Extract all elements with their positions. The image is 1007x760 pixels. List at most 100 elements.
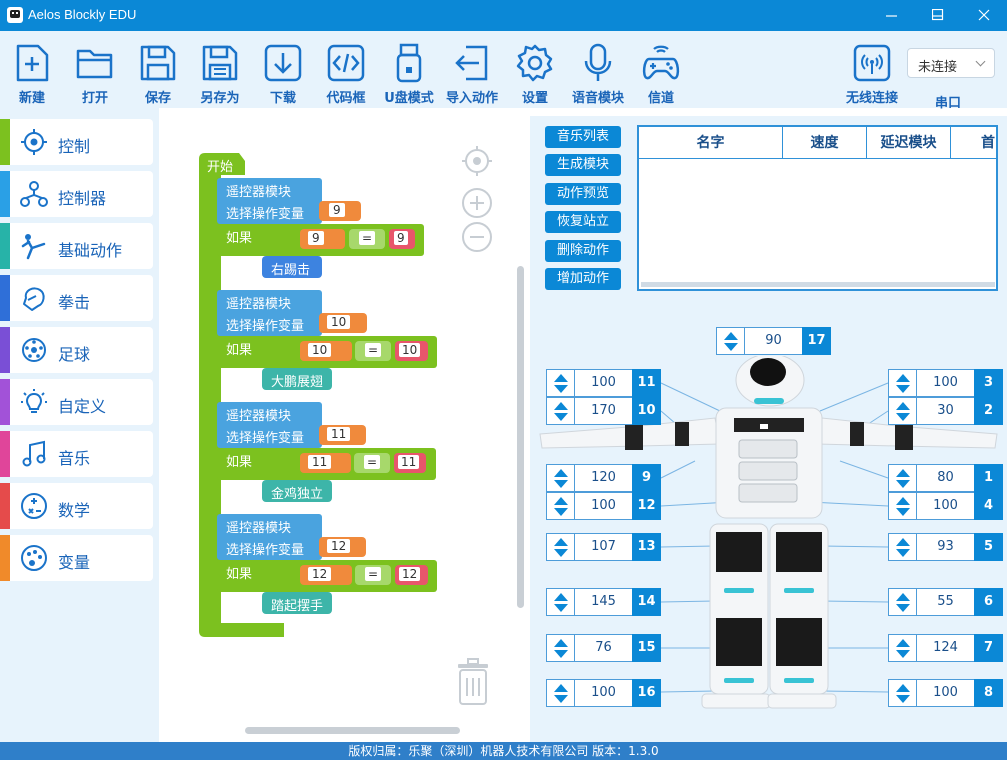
horizontal-scrollbar[interactable] [245, 727, 460, 734]
category-controller[interactable]: 控制器 [0, 171, 153, 217]
compare-variable-3[interactable]: 11 [300, 453, 351, 473]
settings-button[interactable]: 设置 [505, 43, 565, 107]
spinner-icon[interactable] [888, 464, 917, 492]
spinner-icon[interactable] [888, 634, 917, 662]
close-button[interactable] [961, 0, 1007, 31]
spinner-icon[interactable] [546, 588, 575, 616]
variable-input-3[interactable]: 11 [319, 425, 366, 445]
col-extra[interactable]: 首 [951, 127, 996, 159]
spinner-icon[interactable] [888, 533, 917, 561]
add-action-button[interactable]: 增加动作 [545, 268, 621, 290]
spinner-icon[interactable] [888, 492, 917, 520]
spinner-icon[interactable] [546, 397, 575, 425]
compare-value-2[interactable]: 10 [395, 341, 428, 361]
compare-value-4[interactable]: 12 [395, 565, 428, 585]
category-soccer[interactable]: 足球 [0, 327, 153, 373]
vertical-scrollbar[interactable] [517, 266, 524, 608]
spinner-icon[interactable] [888, 397, 917, 425]
equals-operator-4[interactable]: = [355, 565, 391, 585]
voice-module-button[interactable]: 语音模块 [568, 43, 628, 107]
variable-input-4[interactable]: 12 [319, 537, 366, 557]
action-block-4[interactable]: 踏起摆手 [262, 592, 332, 614]
trash-icon[interactable] [455, 656, 491, 706]
delete-action-button[interactable]: 删除动作 [545, 240, 621, 262]
spinner-icon[interactable] [546, 679, 575, 707]
spinner-icon[interactable] [888, 369, 917, 397]
remote-module-block-2[interactable]: 遥控器模块 选择操作变量 [217, 290, 322, 336]
action-block-2[interactable]: 大鹏展翅 [262, 368, 332, 390]
spinner-icon[interactable] [546, 533, 575, 561]
connection-select[interactable]: 未连接 [907, 48, 995, 78]
zoom-out-icon[interactable] [461, 221, 493, 253]
new-button[interactable]: 新建 [2, 43, 62, 107]
action-preview-button[interactable]: 动作预览 [545, 183, 621, 205]
restore-stand-button[interactable]: 恢复站立 [545, 211, 621, 233]
start-block-label[interactable]: 开始 [207, 160, 234, 175]
equals-operator-1[interactable]: = [349, 229, 385, 249]
category-custom[interactable]: 自定义 [0, 379, 153, 425]
code-button[interactable]: 代码框 [316, 43, 376, 107]
action-table[interactable]: 名字 速度 延迟模块 首 [637, 125, 998, 291]
spinner-icon[interactable] [888, 588, 917, 616]
col-name[interactable]: 名字 [639, 127, 783, 159]
compare-variable-4[interactable]: 12 [300, 565, 352, 585]
zoom-in-icon[interactable] [461, 187, 493, 219]
category-control[interactable]: 控制 [0, 119, 153, 165]
recenter-icon[interactable] [461, 145, 493, 177]
spinner-icon[interactable] [546, 464, 575, 492]
spinner-icon[interactable] [546, 634, 575, 662]
col-speed[interactable]: 速度 [783, 127, 867, 159]
generate-module-button[interactable]: 生成模块 [545, 154, 621, 176]
wireless-connect-button[interactable]: 无线连接 [841, 43, 903, 107]
remote-module-block-3[interactable]: 遥控器模块 选择操作变量 [217, 402, 322, 448]
category-math[interactable]: 数学 [0, 483, 153, 529]
category-music[interactable]: 音乐 [0, 431, 153, 477]
servo-17[interactable]: 90 17 [716, 327, 831, 355]
remote-module-block-1[interactable] [217, 178, 322, 224]
variable-input-1[interactable]: 9 [319, 201, 361, 221]
compare-value-3[interactable]: 11 [394, 453, 426, 473]
spinner-icon[interactable] [888, 679, 917, 707]
remote-module-block-4[interactable]: 遥控器模块 选择操作变量 [217, 514, 322, 560]
variable-input-2[interactable]: 10 [319, 313, 367, 333]
servo-17-spinner-icon[interactable] [716, 327, 745, 355]
equals-operator-2[interactable]: = [355, 341, 391, 361]
table-scrollbar[interactable] [641, 282, 995, 287]
action-block-3[interactable]: 金鸡独立 [262, 480, 332, 502]
compare-value-1[interactable]: 9 [389, 229, 415, 249]
download-button[interactable]: 下载 [253, 43, 313, 107]
open-button[interactable]: 打开 [65, 43, 125, 107]
action-block-1[interactable]: 右踢击 [262, 256, 322, 278]
minimize-button[interactable] [869, 0, 915, 31]
channel-button[interactable]: 信道 [631, 43, 691, 107]
col-delay[interactable]: 延迟模块 [867, 127, 951, 159]
save-button[interactable]: 保存 [128, 43, 188, 107]
compare-variable-1[interactable]: 9 [300, 229, 345, 249]
category-basic-action[interactable]: 基础动作 [0, 223, 153, 269]
spinner-icon[interactable] [546, 492, 575, 520]
import-action-button[interactable]: 导入动作 [442, 43, 502, 107]
spinner-icon[interactable] [546, 369, 575, 397]
usb-mode-button[interactable]: U盘模式 [379, 43, 439, 107]
category-boxing[interactable]: 拳击 [0, 275, 153, 321]
minimize-button[interactable] [915, 0, 961, 31]
category-variable[interactable]: 变量 [0, 535, 153, 581]
block-workspace[interactable]: 开始 遥控器模块 选择操作变量 9 如果 执行 9 = 9 右踢击 遥控器模块 … [159, 116, 530, 742]
music-list-button[interactable]: 音乐列表 [545, 126, 621, 148]
save-as-button[interactable]: 另存为 [190, 43, 250, 107]
